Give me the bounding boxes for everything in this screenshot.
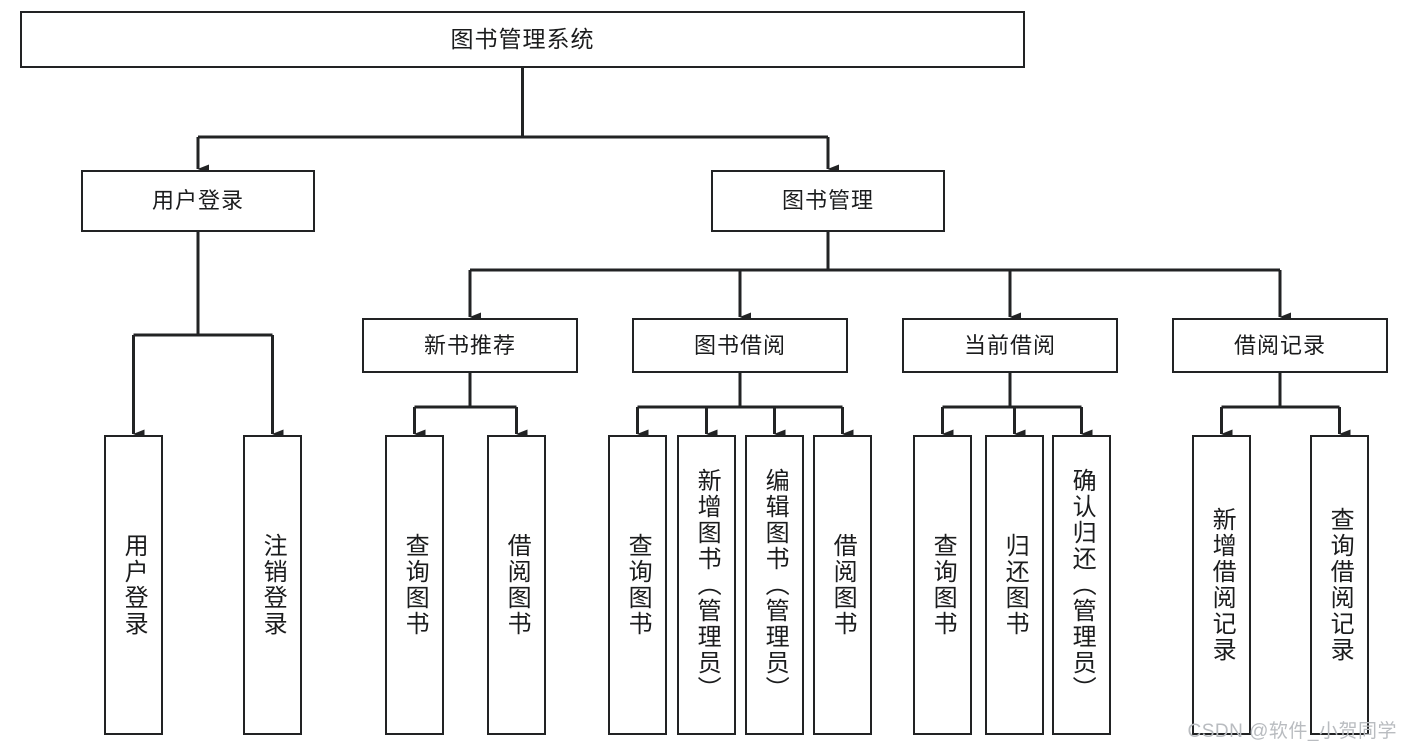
connector-lines bbox=[132, 68, 1351, 439]
node-label: 查询借阅记录 bbox=[1326, 507, 1354, 663]
node-leaf-add-book[interactable]: 新增图书（管理员） bbox=[677, 435, 736, 735]
node-leaf-query-record[interactable]: 查询借阅记录 bbox=[1310, 435, 1369, 735]
node-leaf-user-login[interactable]: 用户登录 bbox=[104, 435, 163, 735]
node-label: 图书管理 bbox=[781, 188, 874, 213]
node-leaf-logout[interactable]: 注销登录 bbox=[243, 435, 302, 735]
node-book-borrow[interactable]: 图书借阅 bbox=[632, 318, 848, 373]
node-label: 当前借阅 bbox=[963, 332, 1056, 358]
node-label: 新增图书（管理员） bbox=[693, 468, 721, 702]
node-label: 查询图书 bbox=[401, 533, 429, 637]
node-label: 查询图书 bbox=[624, 533, 652, 637]
node-label: 确认归还（管理员） bbox=[1068, 468, 1096, 702]
node-leaf-query-book-3[interactable]: 查询图书 bbox=[913, 435, 972, 735]
node-leaf-add-record[interactable]: 新增借阅记录 bbox=[1192, 435, 1251, 735]
watermark-text: CSDN @软件_小贺同学 bbox=[1187, 721, 1397, 742]
node-root[interactable]: 图书管理系统 bbox=[20, 11, 1025, 68]
node-borrow-record[interactable]: 借阅记录 bbox=[1172, 318, 1388, 373]
node-label: 图书管理系统 bbox=[450, 26, 595, 52]
node-label: 用户登录 bbox=[151, 188, 244, 213]
node-label: 借阅图书 bbox=[829, 533, 857, 637]
node-label: 新书推荐 bbox=[423, 332, 516, 358]
node-leaf-query-book-2[interactable]: 查询图书 bbox=[608, 435, 667, 735]
node-leaf-query-book-1[interactable]: 查询图书 bbox=[385, 435, 444, 735]
node-user-login[interactable]: 用户登录 bbox=[81, 170, 315, 232]
node-label: 编辑图书（管理员） bbox=[761, 468, 789, 702]
node-leaf-edit-book[interactable]: 编辑图书（管理员） bbox=[745, 435, 804, 735]
node-leaf-return-book[interactable]: 归还图书 bbox=[985, 435, 1044, 735]
node-label: 注销登录 bbox=[259, 533, 287, 637]
node-label: 借阅图书 bbox=[503, 533, 531, 637]
node-leaf-confirm-return[interactable]: 确认归还（管理员） bbox=[1052, 435, 1111, 735]
node-label: 归还图书 bbox=[1001, 533, 1029, 637]
node-label: 用户登录 bbox=[120, 533, 148, 637]
node-current-borrow[interactable]: 当前借阅 bbox=[902, 318, 1118, 373]
node-label: 借阅记录 bbox=[1233, 332, 1326, 358]
node-book-manage[interactable]: 图书管理 bbox=[711, 170, 945, 232]
node-new-book-recommend[interactable]: 新书推荐 bbox=[362, 318, 578, 373]
node-label: 查询图书 bbox=[929, 533, 957, 637]
node-leaf-borrow-book-2[interactable]: 借阅图书 bbox=[813, 435, 872, 735]
node-leaf-borrow-book-1[interactable]: 借阅图书 bbox=[487, 435, 546, 735]
node-label: 图书借阅 bbox=[693, 332, 786, 358]
node-label: 新增借阅记录 bbox=[1208, 507, 1236, 663]
